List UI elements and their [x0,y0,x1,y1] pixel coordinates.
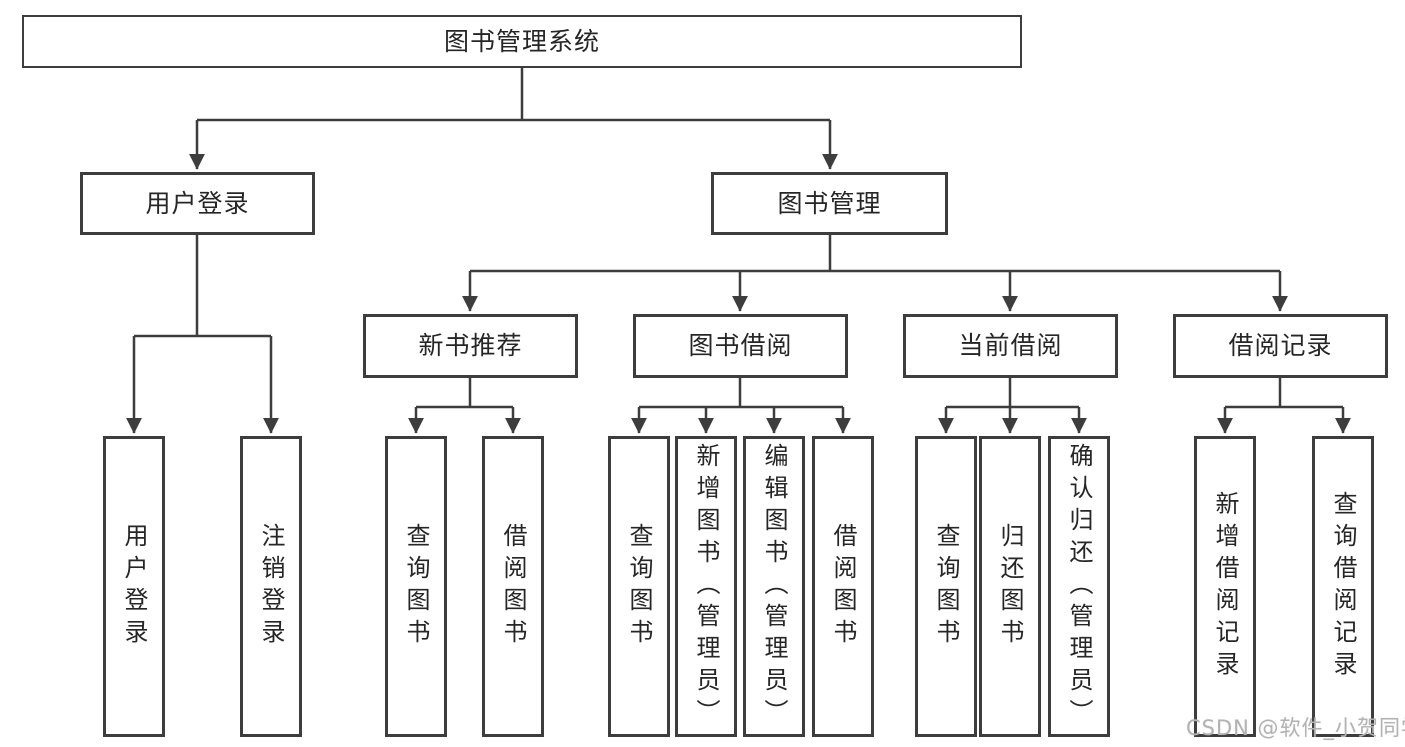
node-bb-query-books-label: 查询图书 [625,522,653,651]
node-current-borrowing: 当前借阅 [903,314,1118,378]
node-nb-query-books: 查询图书 [385,436,447,737]
node-cb-confirm-return-admin: 确认归还（管理员） [1048,436,1110,737]
node-user-login-leaf: 用户登录 [103,436,165,737]
node-bb-borrow-books: 借阅图书 [812,436,874,737]
node-cb-return-books-label: 归还图书 [996,522,1024,651]
node-book-borrowing-label: 图书借阅 [688,331,793,361]
node-br-query-record-label: 查询借阅记录 [1329,490,1357,683]
node-user-login-label: 用户登录 [145,188,250,218]
node-root-system: 图书管理系统 [22,15,1022,68]
node-bb-add-books-admin: 新增图书（管理员） [675,436,737,737]
node-cb-confirm-return-admin-label: 确认归还（管理员） [1065,442,1093,731]
node-br-add-record: 新增借阅记录 [1194,436,1256,737]
node-br-query-record: 查询借阅记录 [1312,436,1374,737]
node-nb-query-books-label: 查询图书 [402,522,430,651]
node-book-borrowing: 图书借阅 [633,314,848,378]
node-logout-leaf: 注销登录 [240,436,302,737]
node-br-add-record-label: 新增借阅记录 [1211,490,1239,683]
node-logout-leaf-label: 注销登录 [257,522,285,651]
node-nb-borrow-books-label: 借阅图书 [499,522,527,651]
node-book-management: 图书管理 [711,172,948,235]
node-cb-return-books: 归还图书 [979,436,1041,737]
node-bb-edit-books-admin: 编辑图书（管理员） [743,436,805,737]
node-bb-borrow-books-label: 借阅图书 [829,522,857,651]
node-nb-borrow-books: 借阅图书 [482,436,544,737]
node-user-login-leaf-label: 用户登录 [120,522,148,651]
node-bb-edit-books-admin-label: 编辑图书（管理员） [760,442,788,731]
node-cb-query-books-label: 查询图书 [932,522,960,651]
node-new-book-recommend-label: 新书推荐 [418,331,523,361]
node-cb-query-books: 查询图书 [915,436,977,737]
node-new-book-recommend: 新书推荐 [363,314,578,378]
node-current-borrowing-label: 当前借阅 [958,331,1063,361]
node-bb-query-books: 查询图书 [608,436,670,737]
node-user-login: 用户登录 [80,172,315,235]
node-bb-add-books-admin-label: 新增图书（管理员） [692,442,720,731]
csdn-watermark: CSDN @软件_小贺同学 [1186,716,1405,740]
node-root-system-label: 图书管理系统 [443,26,600,56]
node-borrowing-records: 借阅记录 [1173,314,1388,378]
node-book-management-label: 图书管理 [777,188,882,218]
node-borrowing-records-label: 借阅记录 [1228,331,1333,361]
